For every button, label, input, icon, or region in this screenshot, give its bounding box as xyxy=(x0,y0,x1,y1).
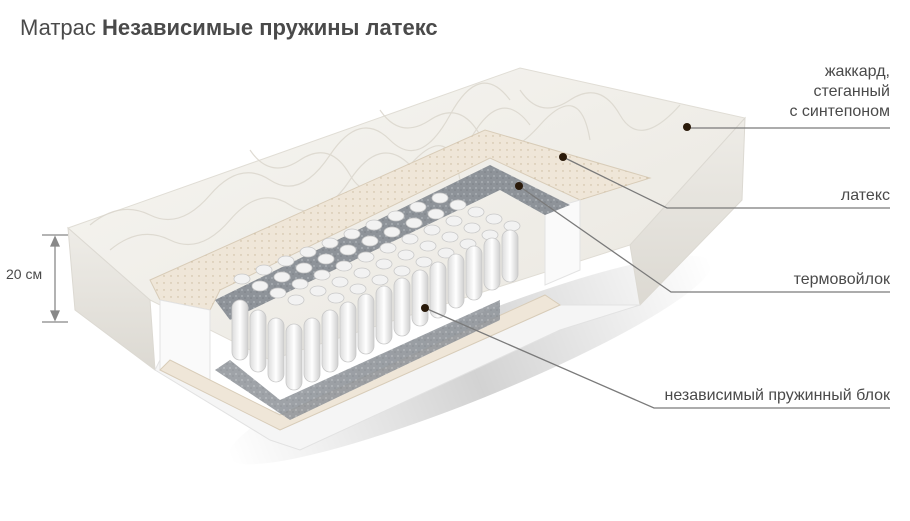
page-title: Матрас Независимые пружины латекс xyxy=(20,15,438,41)
title-product-name: Независимые пружины латекс xyxy=(102,15,438,40)
marker-dot-latex xyxy=(559,153,567,161)
label-cover-line-1: жаккард, xyxy=(824,63,890,80)
leader-line-felt xyxy=(518,185,890,293)
height-label: 20 см xyxy=(6,266,43,282)
marker-dot-felt xyxy=(515,182,523,190)
leader-line-latex xyxy=(562,156,890,209)
leader-line-springs xyxy=(424,307,890,409)
foam-block-right xyxy=(544,199,581,286)
title-prefix: Матрас xyxy=(20,15,96,40)
label-cover: жаккард, стеганный с синтепоном xyxy=(789,62,890,122)
marker-dot-springs xyxy=(421,304,429,312)
label-cover-line-3: с синтепоном xyxy=(789,103,890,120)
height-dimension-indicator xyxy=(42,234,68,323)
label-latex: латекс xyxy=(841,186,890,206)
label-felt: термовойлок xyxy=(794,270,890,290)
label-felt-line-1: термовойлок xyxy=(793,271,890,288)
label-latex-line-1: латекс xyxy=(840,187,890,204)
leader-lines xyxy=(424,127,890,409)
label-cover-line-2: стеганный xyxy=(813,83,890,100)
label-springs: независимый пружинный блок xyxy=(665,386,891,406)
marker-dots xyxy=(421,123,691,312)
spring-block xyxy=(231,192,521,391)
latex-bottom-layer xyxy=(159,294,562,431)
label-springs-line-1: независимый пружинный блок xyxy=(664,387,891,404)
marker-dot-cover xyxy=(683,123,691,131)
